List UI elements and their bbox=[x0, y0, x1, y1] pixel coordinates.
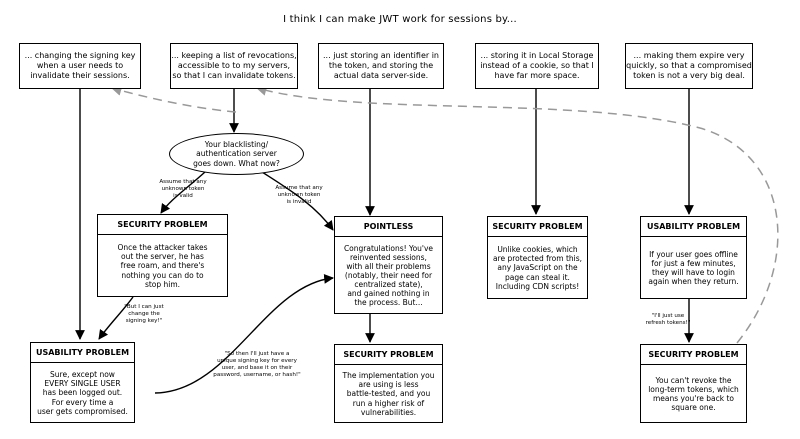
note-valid: Assume that any unknown token is valid bbox=[159, 179, 207, 199]
panel-body: The implementation you are using is less… bbox=[342, 371, 435, 417]
arrow-oval-to-pointless bbox=[261, 171, 334, 231]
panel-body: If your user goes offline for just a few… bbox=[648, 249, 739, 287]
panel-body: Unlike cookies, which are protected from… bbox=[492, 245, 583, 291]
panel-heading: USABILITY PROBLEM bbox=[641, 217, 746, 237]
panel-body: Sure, except now EVERY SINGLE USER has b… bbox=[37, 370, 128, 416]
panel-heading: SECURITY PROBLEM bbox=[98, 215, 227, 235]
panel-body: You can't revoke the long-term tokens, w… bbox=[648, 375, 739, 413]
usability-problem-panel-1: USABILITY PROBLEM Sure, except now EVERY… bbox=[30, 342, 135, 423]
usability-problem-panel-2: USABILITY PROBLEM If your user goes offl… bbox=[640, 216, 747, 299]
arrow-oval-to-security bbox=[160, 171, 206, 214]
panel-heading: SECURITY PROBLEM bbox=[335, 345, 442, 365]
idea-text-identifier: ... just storing an identifier in the to… bbox=[323, 51, 439, 80]
idea-text-signing-key: ... changing the signing key when a user… bbox=[24, 51, 136, 80]
pointless-panel: POINTLESS Congratulations! You've reinve… bbox=[334, 216, 443, 314]
security-problem-panel-4: SECURITY PROBLEM You can't revoke the lo… bbox=[640, 344, 747, 423]
idea-text-local-storage: ... storing it in Local Storage instead … bbox=[480, 51, 594, 80]
server-down-oval: Your blacklisting/ authentication server… bbox=[169, 133, 304, 175]
security-problem-panel-3: SECURITY PROBLEM The implementation you … bbox=[334, 344, 443, 423]
idea-box-revocations: ... keeping a list of revocations, acces… bbox=[170, 43, 298, 89]
idea-box-expire: ... making them expire very quickly, so … bbox=[625, 43, 753, 89]
idea-box-signing-key: ... changing the signing key when a user… bbox=[19, 43, 141, 89]
panel-heading: USABILITY PROBLEM bbox=[31, 343, 134, 363]
idea-text-revocations: ... keeping a list of revocations, acces… bbox=[171, 51, 297, 80]
idea-box-identifier: ... just storing an identifier in the to… bbox=[318, 43, 444, 89]
panel-heading: SECURITY PROBLEM bbox=[488, 217, 587, 237]
idea-text-expire: ... making them expire very quickly, so … bbox=[626, 51, 752, 80]
arrow-security-to-usability bbox=[98, 296, 134, 340]
panel-body: Once the attacker takes out the server, … bbox=[117, 243, 208, 289]
note-unique-key: "So then I'll just have a unique signing… bbox=[213, 351, 301, 378]
security-problem-panel-2: SECURITY PROBLEM Unlike cookies, which a… bbox=[487, 216, 588, 299]
idea-box-local-storage: ... storing it in Local Storage instead … bbox=[475, 43, 599, 89]
panel-body: Congratulations! You've reinvented sessi… bbox=[343, 243, 434, 308]
note-refresh: "I'll just use refresh tokens!" bbox=[645, 313, 691, 326]
arrow-usability-to-pointless bbox=[154, 274, 334, 394]
server-down-text: Your blacklisting/ authentication server… bbox=[193, 140, 280, 168]
note-invalid: Assume that any unknown token is invalid bbox=[275, 185, 323, 205]
dashed-loop-arrow bbox=[255, 85, 779, 344]
note-change-key: "But I can just change the signing key!" bbox=[124, 304, 164, 324]
dashed-loop-arrow-left bbox=[110, 85, 237, 113]
diagram-title: I think I can make JWT work for sessions… bbox=[283, 14, 517, 25]
security-problem-panel-1: SECURITY PROBLEM Once the attacker takes… bbox=[97, 214, 228, 297]
panel-heading: SECURITY PROBLEM bbox=[641, 345, 746, 365]
panel-heading: POINTLESS bbox=[335, 217, 442, 237]
